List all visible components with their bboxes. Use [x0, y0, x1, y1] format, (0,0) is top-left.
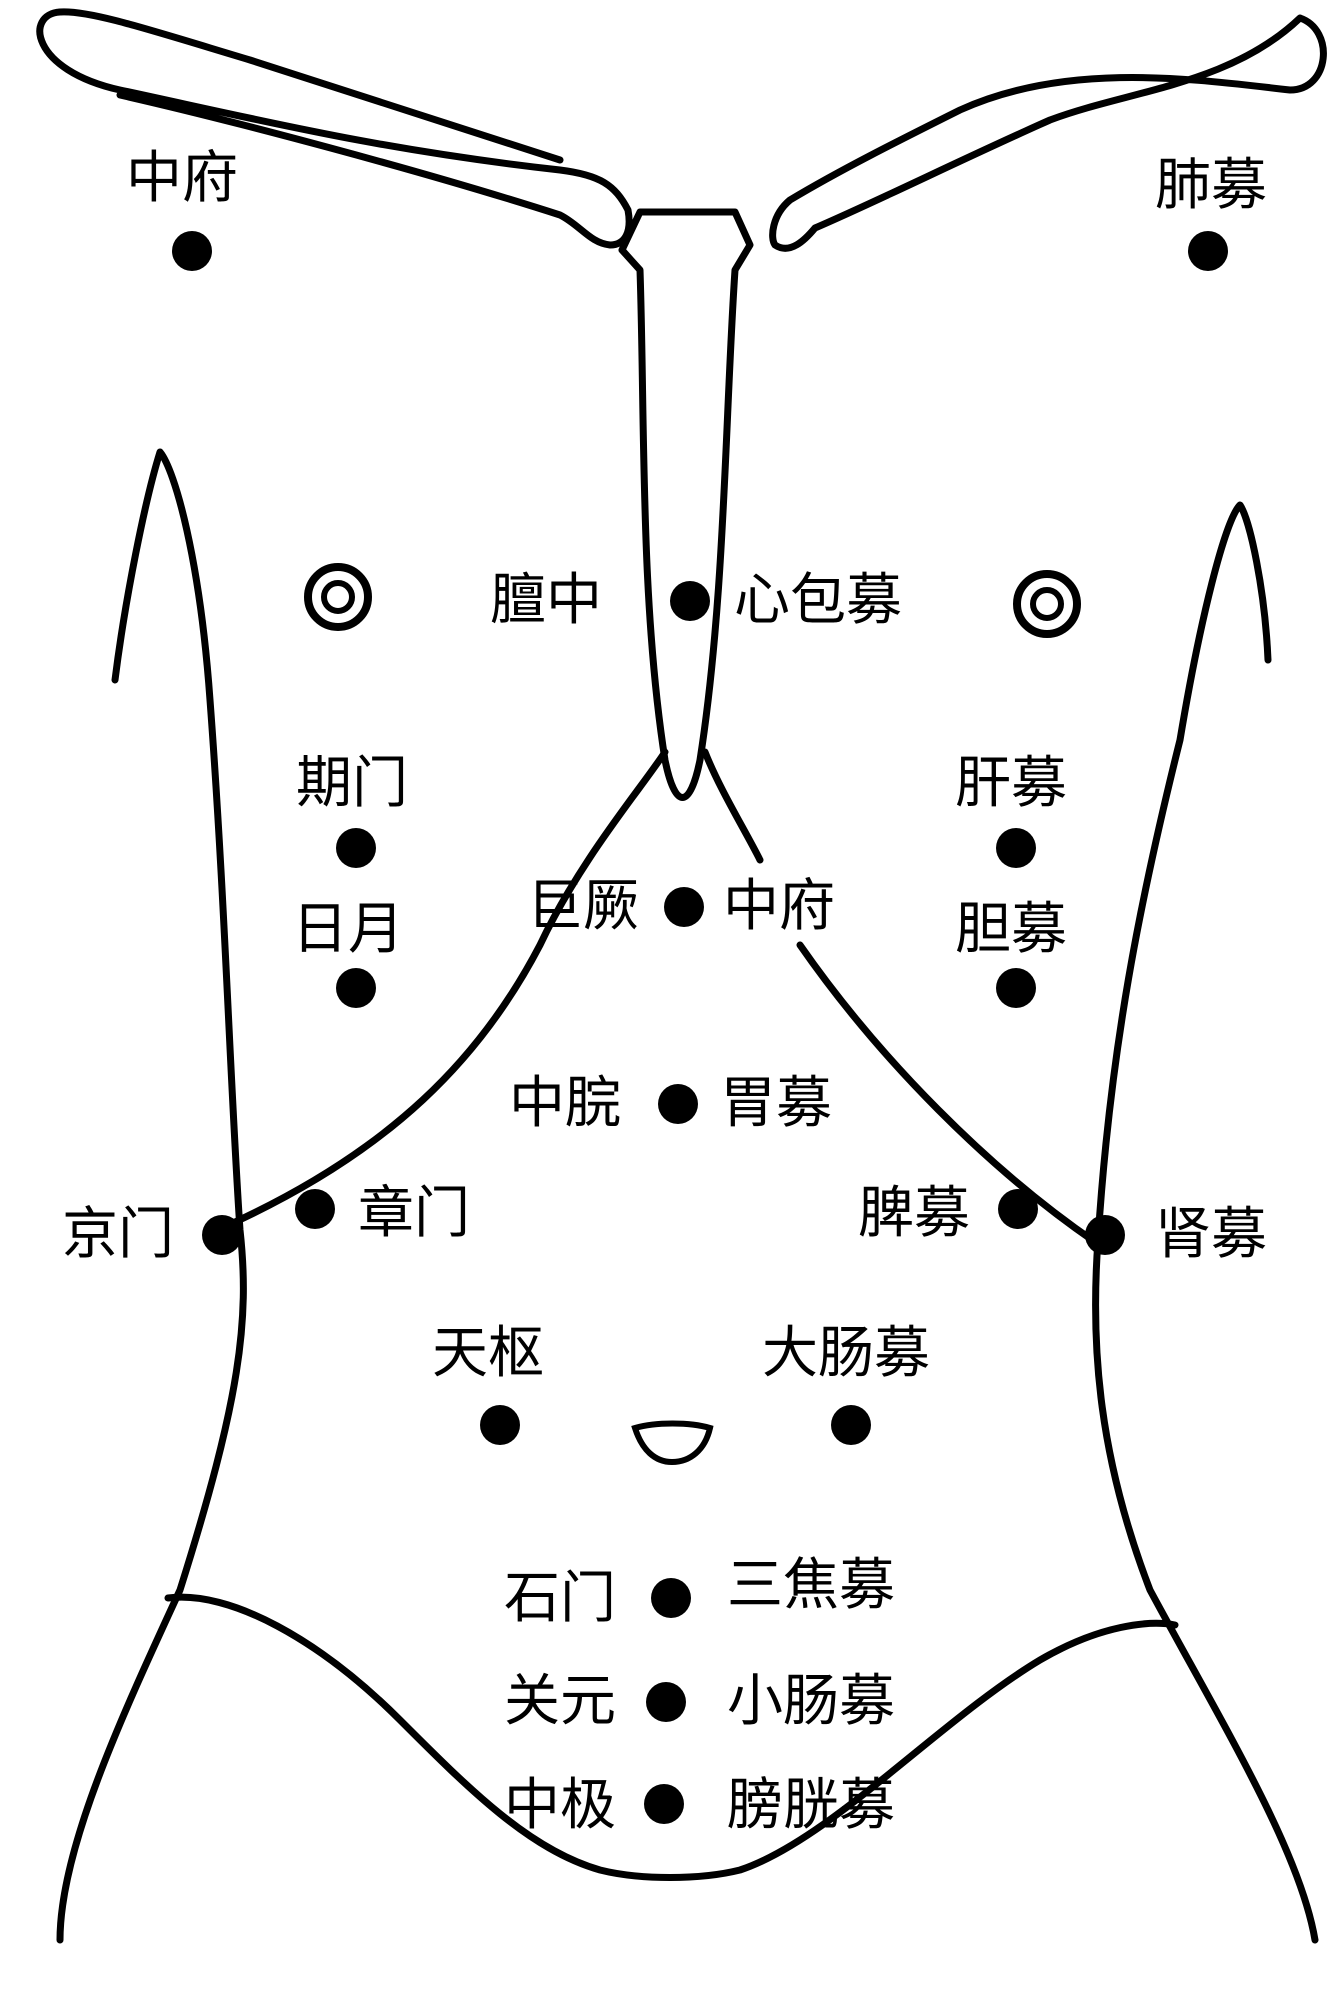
- dot-feimu: [1188, 231, 1228, 271]
- label-dachangmu: 大肠募: [762, 1321, 930, 1386]
- dot-shimen: [651, 1578, 691, 1618]
- dot-riyue: [336, 968, 376, 1008]
- label-weimu: 胃募: [720, 1071, 832, 1136]
- label-qimen: 期门: [296, 751, 408, 816]
- right-torso-side: [1092, 501, 1319, 1944]
- navel: [631, 1420, 714, 1466]
- label-zhongfu-mid: 中府: [723, 874, 835, 939]
- dot-zhongwan: [658, 1084, 698, 1124]
- label-shimen: 石门: [504, 1566, 616, 1631]
- label-ganmu: 肝募: [955, 751, 1067, 816]
- dot-tianshu: [480, 1405, 520, 1445]
- dot-danmu: [996, 968, 1036, 1008]
- label-jingmen: 京门: [62, 1202, 174, 1267]
- left-clavicle-lower: [56, 8, 564, 164]
- label-zhongwan: 中脘: [509, 1071, 621, 1136]
- label-xiaochangmu: 小肠募: [727, 1669, 895, 1734]
- right-clavicle: [769, 14, 1327, 252]
- label-xinbaomu: 心包募: [734, 568, 902, 633]
- label-shenmu: 肾募: [1155, 1202, 1267, 1267]
- right-nipple: [1013, 570, 1081, 638]
- label-zhongfu-top: 中府: [126, 146, 238, 211]
- label-pimu: 脾募: [858, 1181, 970, 1246]
- dot-danzhong: [670, 581, 710, 621]
- label-juque: 巨厥: [527, 874, 639, 939]
- dot-ganmu: [996, 828, 1036, 868]
- dot-juque: [664, 887, 704, 927]
- dot-zhangmen: [295, 1189, 335, 1229]
- label-danzhong: 膻中: [490, 568, 602, 633]
- dot-shenmu: [1085, 1215, 1125, 1255]
- left-nipple: [304, 563, 372, 631]
- left-torso-side: [56, 448, 247, 1944]
- label-sanjiaomu: 三焦募: [727, 1553, 895, 1618]
- label-pangguangmu: 膀胱募: [727, 1773, 895, 1838]
- label-tianshu: 天枢: [432, 1321, 544, 1386]
- right-rib-arch: [701, 748, 1099, 1246]
- label-guanyuan: 关元: [504, 1669, 616, 1734]
- dot-pimu: [998, 1189, 1038, 1229]
- label-danmu: 胆募: [955, 897, 1067, 962]
- dot-zhongji: [644, 1784, 684, 1824]
- left-rib-arch: [231, 748, 669, 1226]
- sternum: [618, 208, 754, 801]
- label-zhangmen: 章门: [358, 1181, 470, 1246]
- dot-guanyuan: [646, 1682, 686, 1722]
- dot-jingmen: [202, 1215, 242, 1255]
- label-zhongji: 中极: [504, 1773, 616, 1838]
- dot-zhongfu-top: [172, 231, 212, 271]
- left-clavicle: [36, 8, 633, 249]
- dot-qimen: [336, 828, 376, 868]
- label-riyue: 日月: [292, 897, 404, 962]
- label-feimu: 肺募: [1155, 153, 1267, 218]
- dot-dachangmu: [831, 1405, 871, 1445]
- pelvis-line: [164, 1593, 1179, 1881]
